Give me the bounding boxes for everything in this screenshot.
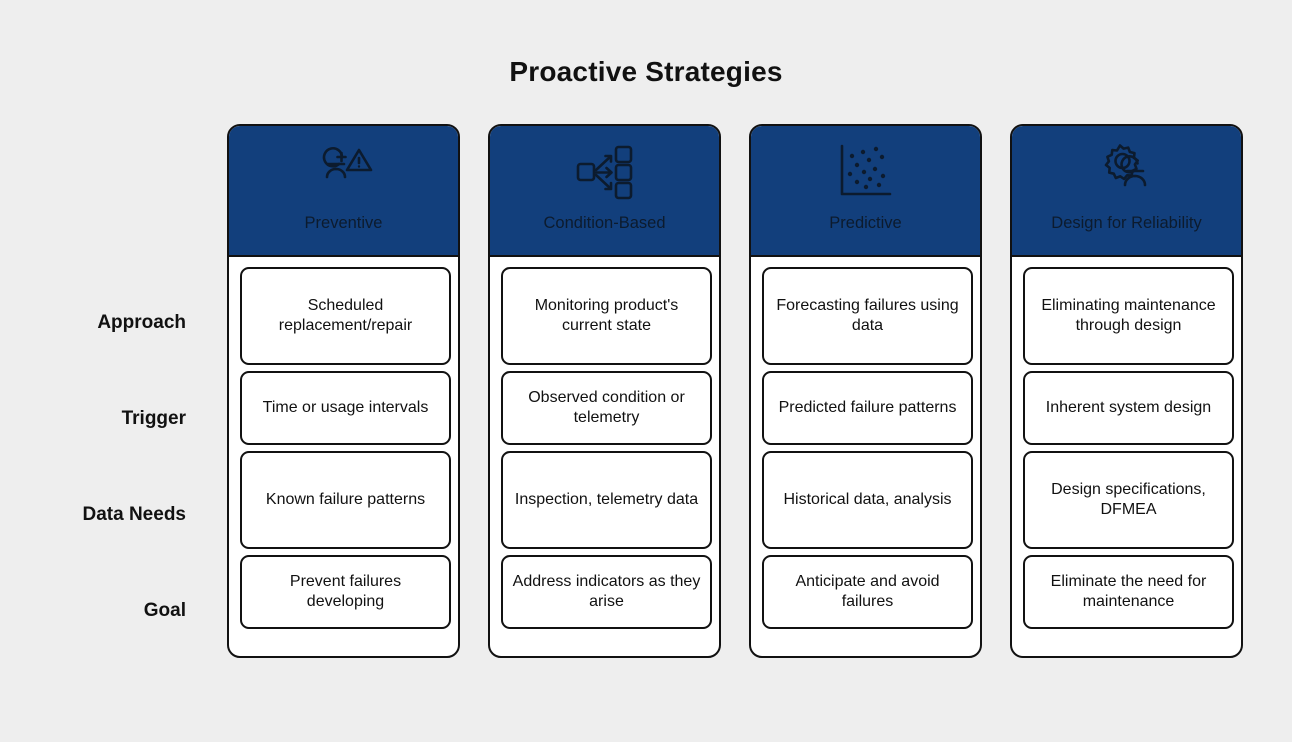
cell-goal: Anticipate and avoid failures <box>762 555 973 629</box>
column-title: Preventive <box>304 214 383 232</box>
cell-goal: Prevent failures developing <box>240 555 451 629</box>
column-title: Condition-Based <box>543 214 666 232</box>
strategy-column-predictive[interactable]: Predictive Forecasting failures using da… <box>749 124 982 658</box>
strategy-column-preventive[interactable]: Preventive Scheduled replacement/repair … <box>227 124 460 658</box>
row-label-column: Approach Trigger Data Needs Goal <box>0 264 200 658</box>
cell-goal: Eliminate the need for maintenance <box>1023 555 1234 629</box>
column-title: Predictive <box>829 214 902 232</box>
column-body-condition-based: Monitoring product's current state Obser… <box>490 257 719 656</box>
branching-nodes-icon <box>573 142 637 202</box>
strategy-column-condition-based[interactable]: Condition-Based Monitoring product's cur… <box>488 124 721 658</box>
column-title: Design for Reliability <box>1051 214 1202 232</box>
row-label-trigger: Trigger <box>121 408 186 429</box>
cell-trigger: Observed condition or telemetry <box>501 371 712 445</box>
column-header-predictive: Predictive <box>751 126 980 257</box>
strategy-column-design-for-reliability[interactable]: Design for Reliability Eliminating maint… <box>1010 124 1243 658</box>
scatter-plot-icon <box>834 142 898 202</box>
column-header-preventive: Preventive <box>229 126 458 257</box>
column-header-condition-based: Condition-Based <box>490 126 719 257</box>
gear-worker-icon <box>1095 142 1159 202</box>
row-label-data-needs: Data Needs <box>82 504 187 525</box>
cell-approach: Forecasting failures using data <box>762 267 973 365</box>
cell-data-needs: Inspection, telemetry data <box>501 451 712 549</box>
worker-warning-icon <box>312 142 376 202</box>
cell-trigger: Inherent system design <box>1023 371 1234 445</box>
cell-goal: Address indicators as they arise <box>501 555 712 629</box>
page-title: Proactive Strategies <box>509 56 783 87</box>
cell-approach: Scheduled replacement/repair <box>240 267 451 365</box>
column-body-predictive: Forecasting failures using data Predicte… <box>751 257 980 656</box>
cell-trigger: Predicted failure patterns <box>762 371 973 445</box>
cell-approach: Eliminating maintenance through design <box>1023 267 1234 365</box>
column-body-preventive: Scheduled replacement/repair Time or usa… <box>229 257 458 656</box>
row-label-approach: Approach <box>97 312 186 333</box>
row-label-goal: Goal <box>143 600 186 621</box>
cell-trigger: Time or usage intervals <box>240 371 451 445</box>
column-body-design-for-reliability: Eliminating maintenance through design I… <box>1012 257 1241 656</box>
strategy-columns: Preventive Scheduled replacement/repair … <box>227 124 1245 658</box>
cell-data-needs: Historical data, analysis <box>762 451 973 549</box>
column-header-design-for-reliability: Design for Reliability <box>1012 126 1241 257</box>
cell-data-needs: Design specifications, DFMEA <box>1023 451 1234 549</box>
cell-data-needs: Known failure patterns <box>240 451 451 549</box>
cell-approach: Monitoring product's current state <box>501 267 712 365</box>
